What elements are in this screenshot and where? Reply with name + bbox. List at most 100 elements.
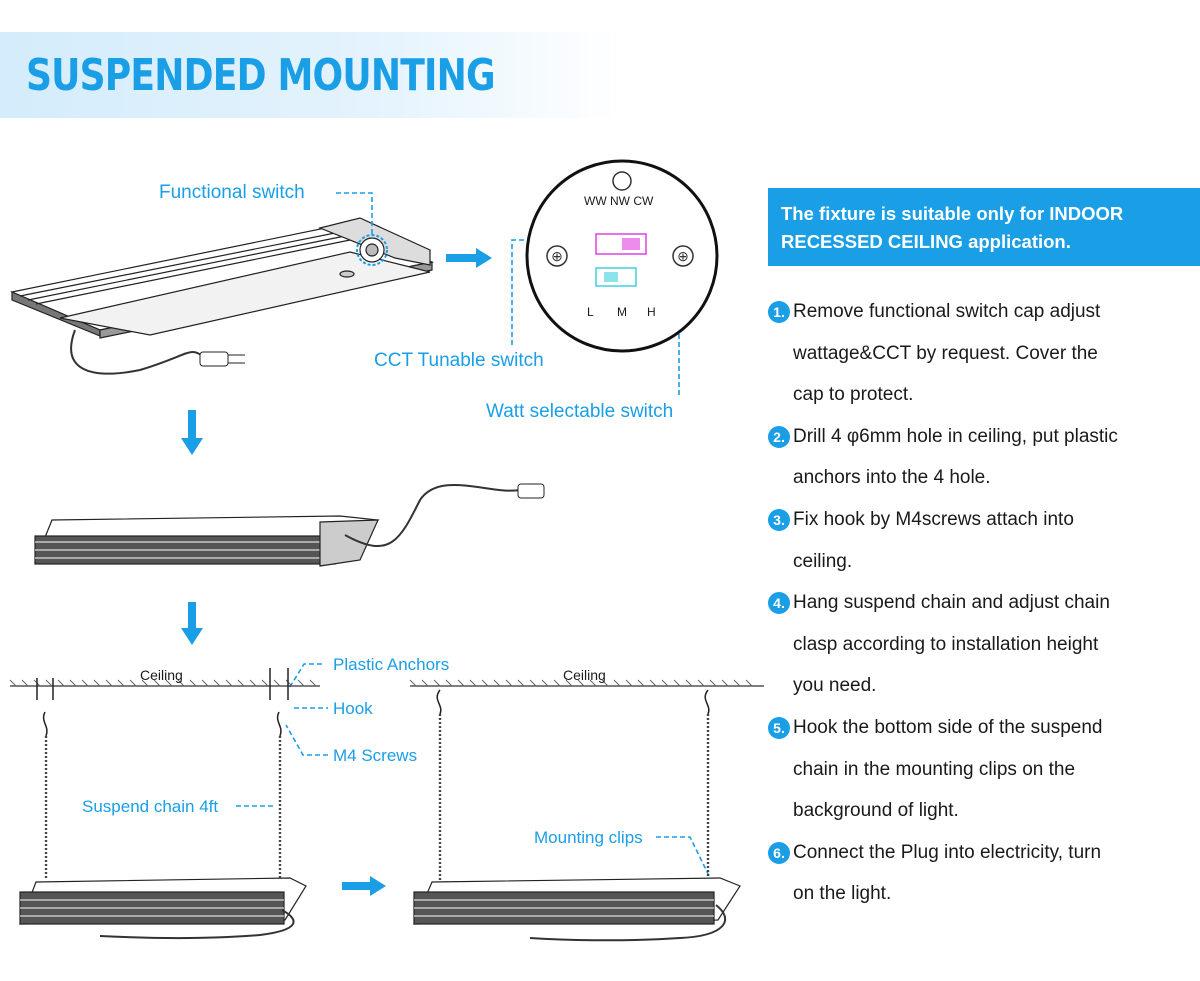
hatch-mark bbox=[601, 679, 609, 687]
hatch-mark bbox=[505, 679, 513, 687]
hatch-mark bbox=[141, 679, 149, 687]
arrow-down-icon bbox=[181, 410, 203, 455]
step-item: 2.Drill 4 φ6mm hole in ceiling, put plas… bbox=[768, 416, 1198, 499]
fixture-side-view bbox=[34, 515, 380, 567]
power-cord-4 bbox=[529, 904, 727, 942]
hatch-mark bbox=[105, 679, 113, 687]
fixture-top-view bbox=[10, 217, 435, 339]
hatch-mark bbox=[613, 679, 621, 687]
hatch-mark bbox=[153, 679, 161, 687]
hatch-mark bbox=[469, 679, 477, 687]
step-item: 3.Fix hook by M4screws attach into ceilin… bbox=[768, 499, 1198, 582]
plug-icon-2 bbox=[517, 483, 545, 499]
fixture-hung-left bbox=[19, 877, 307, 925]
hatch-mark bbox=[237, 679, 245, 687]
flow-arrows bbox=[181, 248, 492, 896]
hatch-mark bbox=[261, 679, 269, 687]
step-text-line: wattage&CCT by request. Cover the bbox=[793, 342, 1098, 364]
hatch-mark bbox=[709, 679, 717, 687]
hatch-mark bbox=[129, 679, 137, 687]
hatch-mark bbox=[673, 679, 681, 687]
power-cord-3 bbox=[99, 909, 295, 940]
label-mounting-clips: Mounting clips bbox=[534, 828, 643, 847]
hatch-mark bbox=[177, 679, 185, 687]
label-watt-l: L bbox=[587, 305, 594, 319]
step-text-line: Drill 4 φ6mm hole in ceiling, put plasti… bbox=[793, 425, 1118, 447]
hatch-mark bbox=[733, 679, 741, 687]
step-text-line: cap to protect. bbox=[793, 384, 914, 406]
hatch-mark bbox=[273, 679, 281, 687]
hatch-mark bbox=[117, 679, 125, 687]
label-suspend-chain: Suspend chain 4ft bbox=[82, 797, 219, 816]
installation-steps: 1.Remove functional switch cap adjust wat… bbox=[768, 291, 1198, 915]
notice-line-2: RECESSED CEILING application. bbox=[781, 231, 1071, 252]
hatch-mark bbox=[517, 679, 525, 687]
step-text-line: you need. bbox=[793, 675, 877, 697]
label-ceiling-left: Ceiling bbox=[140, 667, 183, 683]
arrow-down-icon-2 bbox=[181, 602, 203, 645]
title-banner bbox=[0, 32, 620, 118]
switch-detail-circle bbox=[525, 159, 719, 353]
hatch-mark bbox=[625, 679, 633, 687]
hatch-mark bbox=[57, 679, 65, 687]
notice-line-1: The fixture is suitable only for INDOOR bbox=[781, 203, 1124, 224]
hatch-mark bbox=[81, 679, 89, 687]
step-text-line: background of light. bbox=[793, 800, 959, 822]
hatch-mark bbox=[589, 679, 597, 687]
hatch-mark bbox=[661, 679, 669, 687]
anchor-hook-assemblies bbox=[36, 668, 710, 737]
hatch-mark bbox=[165, 679, 173, 687]
step-text-line: clasp according to installation height bbox=[793, 633, 1099, 655]
step-number-badge: 1. bbox=[768, 301, 790, 323]
indoor-notice: The fixture is suitable only for INDOOR … bbox=[768, 188, 1200, 266]
label-cct-options: WW NW CW bbox=[584, 194, 654, 208]
hatch-mark bbox=[457, 679, 465, 687]
hatch-mark bbox=[93, 679, 101, 687]
hatch-mark bbox=[213, 679, 221, 687]
step-item: 1.Remove functional switch cap adjust wat… bbox=[768, 291, 1198, 416]
hatch-mark bbox=[433, 679, 441, 687]
label-watt-switch: Watt selectable switch bbox=[486, 401, 674, 422]
hatch-mark bbox=[285, 679, 293, 687]
hatch-mark bbox=[409, 679, 417, 687]
hatch-mark bbox=[69, 679, 77, 687]
step-text-line: chain in the mounting clips on the bbox=[793, 758, 1076, 780]
hatch-mark bbox=[577, 679, 585, 687]
step-text-line: Hang suspend chain and adjust chain bbox=[793, 592, 1110, 614]
hatch-mark bbox=[21, 679, 29, 687]
step-text-line: anchors into the 4 hole. bbox=[793, 467, 991, 489]
step-number-badge: 3. bbox=[768, 508, 790, 531]
label-functional-switch: Functional switch bbox=[159, 182, 305, 203]
power-cord bbox=[70, 329, 206, 375]
hatch-mark bbox=[541, 679, 549, 687]
step-number-badge: 6. bbox=[768, 841, 790, 864]
hatch-mark bbox=[697, 679, 705, 687]
hatch-mark bbox=[721, 679, 729, 687]
step-text-line: Remove functional switch cap adjust bbox=[793, 301, 1101, 322]
hatch-mark bbox=[445, 679, 453, 687]
step-number-badge: 2. bbox=[768, 425, 790, 448]
hatch-mark bbox=[201, 679, 209, 687]
hatch-mark bbox=[481, 679, 489, 687]
label-m4-screws: M4 Screws bbox=[333, 746, 418, 765]
step-text-line: Fix hook by M4screws attach into bbox=[793, 508, 1074, 530]
hatch-mark bbox=[9, 679, 17, 687]
hatch-mark bbox=[553, 679, 561, 687]
label-watt-h: H bbox=[647, 305, 656, 319]
arrow-right-icon-2 bbox=[342, 876, 386, 896]
hatch-mark bbox=[249, 679, 257, 687]
hatch-mark bbox=[297, 679, 305, 687]
screw-icon-left: ⊕ bbox=[551, 248, 563, 264]
step-text-line: ceiling. bbox=[793, 550, 853, 572]
fixture-hung-right bbox=[413, 877, 741, 925]
step-text-line: Connect the Plug into electricity, turn bbox=[793, 841, 1102, 863]
hatch-mark bbox=[565, 679, 573, 687]
hatch-mark bbox=[637, 679, 645, 687]
hatch-mark bbox=[493, 679, 501, 687]
label-plastic-anchors: Plastic Anchors bbox=[333, 655, 450, 674]
ceiling-hatch bbox=[9, 679, 753, 687]
step-text-line: on the light. bbox=[793, 883, 892, 905]
